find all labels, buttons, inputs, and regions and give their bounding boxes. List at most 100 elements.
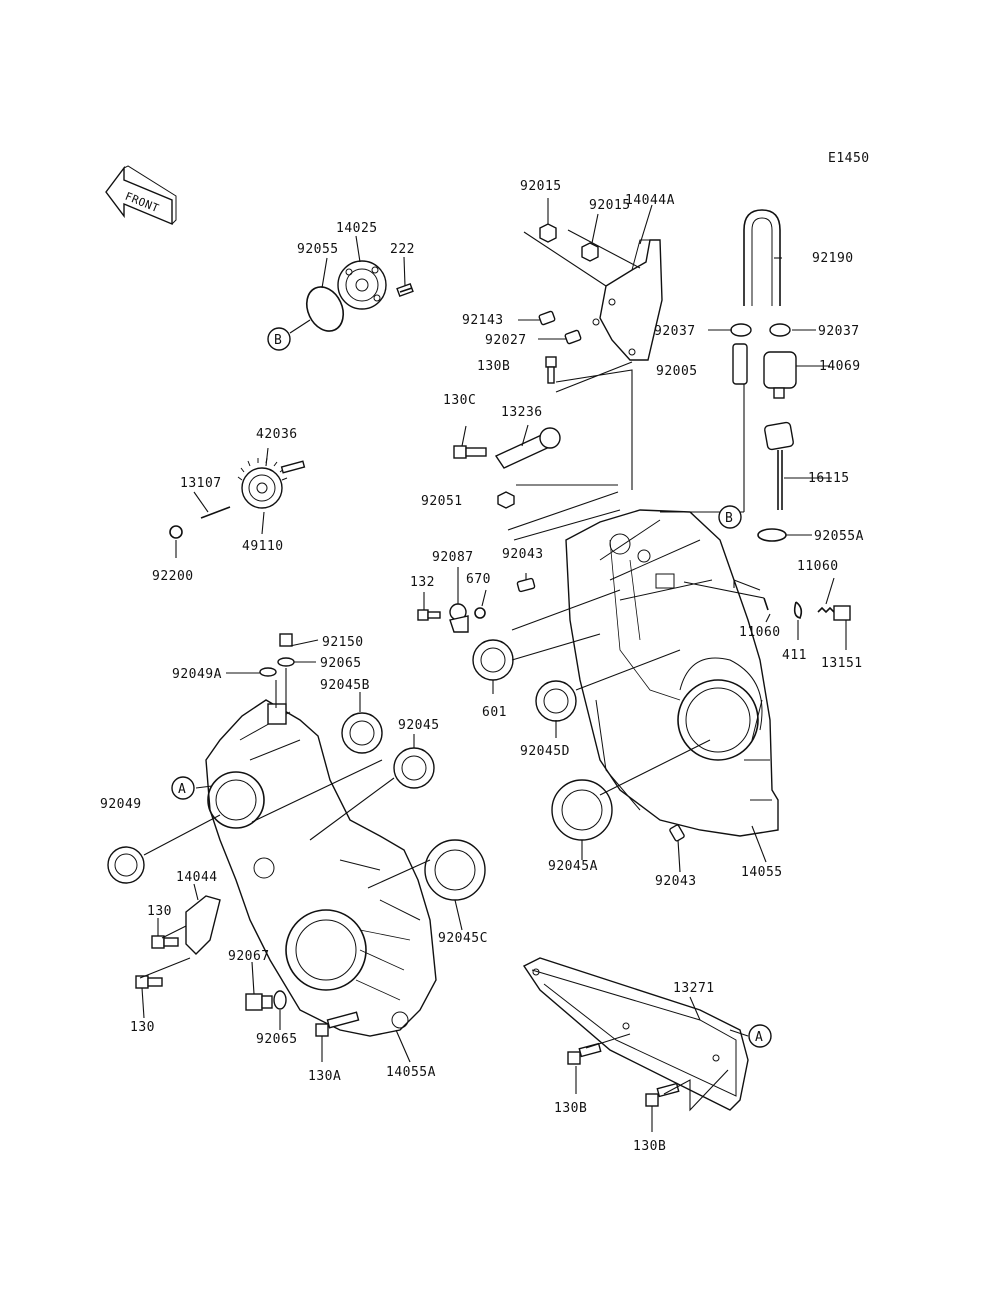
label-92043b: 92043 [655,874,697,889]
svg-text:A: A [755,1030,763,1045]
pin-92043-upper-part [516,577,536,593]
svg-text:B: B [274,333,282,348]
part-labels: 92015 92015 14044A 14025 92055 222 92190… [100,179,864,1154]
washer-92065-lower-part [273,990,287,1010]
bolt-222-part [396,282,414,298]
dipstick-16115-part [764,421,794,510]
label-92049A: 92049A [172,667,222,682]
bolt-130B-right-part [645,1082,680,1107]
label-222: 222 [390,242,415,257]
plug-92150-part [279,633,293,647]
label-14069: 14069 [819,359,861,374]
label-13236: 13236 [501,405,543,420]
arm-92087-part [449,603,469,633]
label-92045C: 92045C [438,931,488,946]
label-92087: 92087 [432,550,474,565]
label-92200: 92200 [152,569,194,584]
bolt-132-part [417,609,441,621]
label-130B-left: 130B [554,1101,587,1116]
bearing-92045A-part [551,779,613,841]
clamp-92037a-part [730,323,752,337]
label-92043a: 92043 [502,547,544,562]
seal-601-part [472,639,514,681]
case-14055A-part [205,699,437,1037]
label-92065b: 92065 [256,1032,298,1047]
lever-13236-part [494,427,561,469]
label-92065a: 92065 [320,656,362,671]
label-130b: 130 [130,1020,155,1035]
svg-text:B: B [725,511,733,526]
bolt-130A-part [315,1011,360,1037]
bolt-130C-part [453,445,487,459]
bolt-130B-top-part [545,356,557,384]
label-601: 601 [482,705,507,720]
label-49110: 49110 [242,539,284,554]
seal-92049-part [107,846,145,884]
label-42036: 42036 [256,427,298,442]
bearing-92045C-part [424,839,486,901]
clamp-92037b-part [769,323,791,337]
label-670: 670 [466,572,491,587]
label-92027: 92027 [485,333,527,348]
label-13107: 13107 [180,476,222,491]
bolt-13151-part [817,605,851,621]
label-92150: 92150 [322,635,364,650]
collar-92027-part [564,329,582,345]
label-130A: 130A [308,1069,341,1084]
clip-411-part [793,601,803,619]
label-92045: 92045 [398,718,440,733]
label-92051: 92051 [421,494,463,509]
label-14044A: 14044A [625,193,675,208]
label-16115: 16115 [808,471,850,486]
label-130B-right: 130B [633,1139,666,1154]
shaft-42036-part [280,460,306,474]
nut-92015a-part [539,223,557,243]
leader-lines [139,198,847,1132]
label-92143: 92143 [462,313,504,328]
pump-cover-part [337,260,387,310]
label-92005: 92005 [656,364,698,379]
spring-11060a-part [763,597,769,611]
hose-92190-part [743,209,781,306]
plug-92067-part [245,993,273,1011]
pin-92043-lower-part [669,824,685,842]
callout-B-upper: B [267,327,291,351]
label-92067: 92067 [228,949,270,964]
label-92045D: 92045D [520,744,570,759]
label-14055A: 14055A [386,1065,436,1080]
bearing-92045B-part [341,712,383,754]
label-92190: 92190 [812,251,854,266]
label-13271: 13271 [673,981,715,996]
label-92055: 92055 [297,242,339,257]
callout-A-right: A [748,1024,772,1048]
callout-A-left: A [171,776,195,800]
nut-92015b-part [581,242,599,262]
separator-14069-part [763,351,797,399]
bolt-130-lower-part [135,975,163,989]
gasket-13271-part [522,957,749,1111]
diagram-code: E1450 [828,151,870,166]
label-92037a: 92037 [654,324,696,339]
bearing-92045D-part [535,680,577,722]
bolt-130B-left-part [567,1042,602,1065]
label-11060b: 11060 [739,625,781,640]
o-ring-670-part [474,607,486,619]
label-11060a: 11060 [797,559,839,574]
label-411: 411 [782,648,807,663]
svg-text:A: A [178,782,186,797]
label-92049: 92049 [100,797,142,812]
cover-14055-part [565,509,779,837]
bolt-130-upper-part [151,935,179,949]
o-ring-92055A-part [757,528,787,542]
collar-92143-part [538,310,556,326]
washer-92200-part [169,525,183,539]
bracket-14044A-part [592,239,663,361]
label-92055A: 92055A [814,529,864,544]
label-130C: 130C [443,393,476,408]
label-14055: 14055 [741,865,783,880]
label-130B-top: 130B [477,359,510,374]
label-14025: 14025 [336,221,378,236]
bracket-14044-part [185,895,221,955]
o-ring-92055-part [305,286,345,332]
washer-92049A-part [259,667,277,677]
